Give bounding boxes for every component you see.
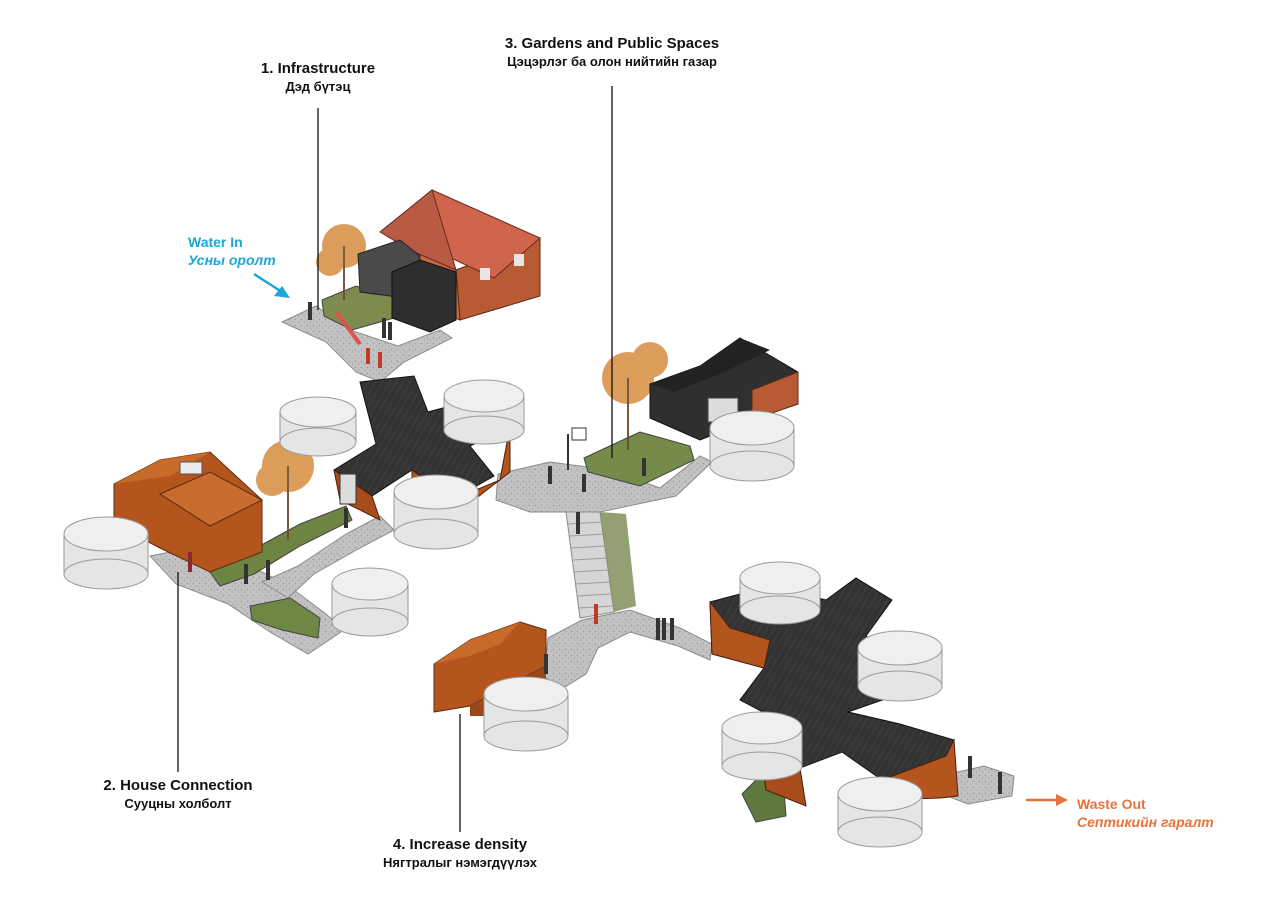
label-water-in-en: Water In bbox=[188, 234, 243, 250]
label-house-connection-mn: Сууцны холболт bbox=[124, 795, 232, 811]
label-water-in: Water In Усны оролт bbox=[188, 234, 308, 269]
label-density: 4. Increase density Нягтралыг нэмэгдүүлэ… bbox=[350, 836, 570, 871]
ger bbox=[721, 711, 803, 781]
ger-tents bbox=[63, 379, 943, 848]
label-gardens-mn: Цэцэрлэг ба олон нийтийн газар bbox=[507, 53, 717, 69]
ger bbox=[837, 776, 923, 848]
label-waste-out-mn: Септикийн гаралт bbox=[1077, 813, 1214, 830]
ger bbox=[739, 561, 821, 625]
label-density-mn: Нягтралыг нэмэгдүүлэх bbox=[383, 854, 537, 870]
ger bbox=[63, 516, 149, 590]
rust-house bbox=[113, 451, 264, 573]
ger bbox=[279, 396, 357, 457]
waste-out-arrow bbox=[1026, 794, 1068, 806]
label-waste-out: Waste Out Септикийн гаралт bbox=[1077, 796, 1247, 831]
water-in-arrow bbox=[253, 272, 290, 298]
leader-lines bbox=[177, 86, 613, 832]
label-gardens: 3. Gardens and Public Spaces Цэцэрлэг ба… bbox=[462, 35, 762, 70]
label-waste-out-en: Waste Out bbox=[1077, 796, 1146, 812]
ger bbox=[393, 474, 479, 550]
path-south bbox=[543, 609, 713, 691]
label-gardens-en: 3. Gardens and Public Spaces bbox=[504, 35, 720, 52]
label-density-en: 4. Increase density bbox=[392, 836, 528, 853]
ger bbox=[483, 676, 569, 752]
label-infrastructure-mn: Дэд бүтэц bbox=[285, 78, 351, 94]
basketball-hoop bbox=[567, 427, 587, 470]
ger bbox=[331, 567, 409, 637]
label-house-connection-en: 2. House Connection bbox=[103, 777, 253, 794]
red-roof-house bbox=[357, 189, 541, 333]
label-infrastructure-en: 1. Infrastructure bbox=[260, 60, 376, 77]
label-house-connection: 2. House Connection Сууцны холболт bbox=[68, 777, 288, 812]
playground-slide bbox=[334, 310, 362, 346]
ger bbox=[443, 379, 525, 445]
ger bbox=[857, 630, 943, 702]
ger bbox=[709, 410, 795, 482]
trees bbox=[256, 224, 668, 540]
label-infrastructure: 1. Infrastructure Дэд бүтэц bbox=[218, 60, 418, 95]
label-water-in-mn: Усны оролт bbox=[188, 251, 276, 268]
people-figures bbox=[188, 302, 1002, 794]
